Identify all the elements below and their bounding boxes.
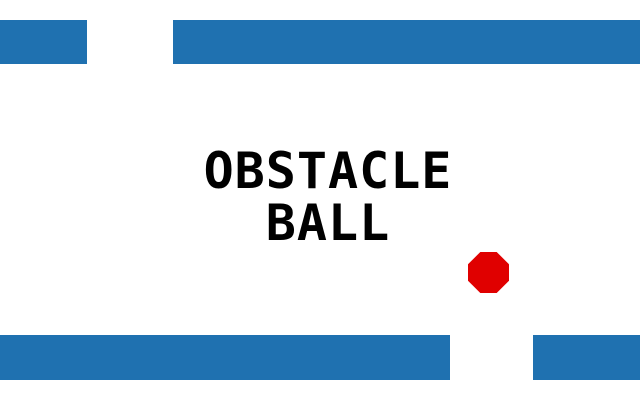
obstacle-bottom-right (533, 335, 640, 380)
obstacle-bottom-left (0, 335, 450, 380)
ball[interactable] (468, 252, 509, 293)
obstacle-top-right (173, 20, 640, 64)
game-title: OBSTACLE BALL (0, 146, 640, 248)
title-line-1: OBSTACLE (203, 142, 453, 200)
title-line-2: BALL (265, 194, 391, 252)
obstacle-top-left (0, 20, 87, 64)
